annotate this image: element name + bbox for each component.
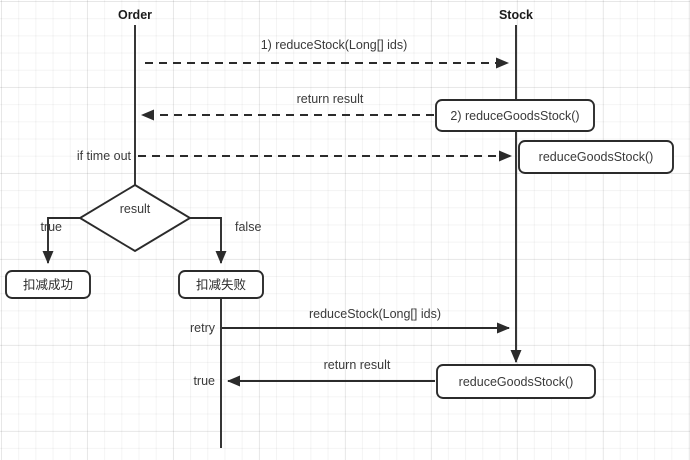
terminal-box-label-deduct-fail: 扣减失败 <box>196 277 247 292</box>
lifeline-title-stock: Stock <box>499 8 533 22</box>
activation-box-label-3: reduceGoodsStock() <box>459 375 574 389</box>
branch-arrow-true <box>42 217 80 265</box>
decision-label-result: result <box>120 202 151 216</box>
side-label-retry: retry <box>190 321 216 335</box>
activation-box-label-2: reduceGoodsStock() <box>539 150 654 164</box>
message-label-1: 1) reduceStock(Long[] ids) <box>261 38 408 52</box>
decision-diamond-result[interactable] <box>78 183 192 253</box>
branch-arrow-false <box>190 217 227 265</box>
message-label-5: return result <box>324 358 391 372</box>
activation-box-reduce-goods-stock-1[interactable] <box>435 99 595 132</box>
terminal-box-label-deduct-success: 扣减成功 <box>23 277 73 292</box>
lifeline-title-order: Order <box>118 8 152 22</box>
branch-label-true: true <box>40 220 62 234</box>
terminal-box-deduct-success[interactable] <box>5 270 91 299</box>
side-label-if-time-out: if time out <box>77 149 132 163</box>
side-label-true-return: true <box>193 374 215 388</box>
activation-box-reduce-goods-stock-3[interactable] <box>436 364 596 399</box>
message-label-2: return result <box>297 92 364 106</box>
message-label-4: reduceStock(Long[] ids) <box>309 307 441 321</box>
branch-label-false: false <box>235 220 261 234</box>
activation-box-label-1: 2) reduceGoodsStock() <box>450 109 579 123</box>
activation-box-reduce-goods-stock-2[interactable] <box>518 140 674 174</box>
